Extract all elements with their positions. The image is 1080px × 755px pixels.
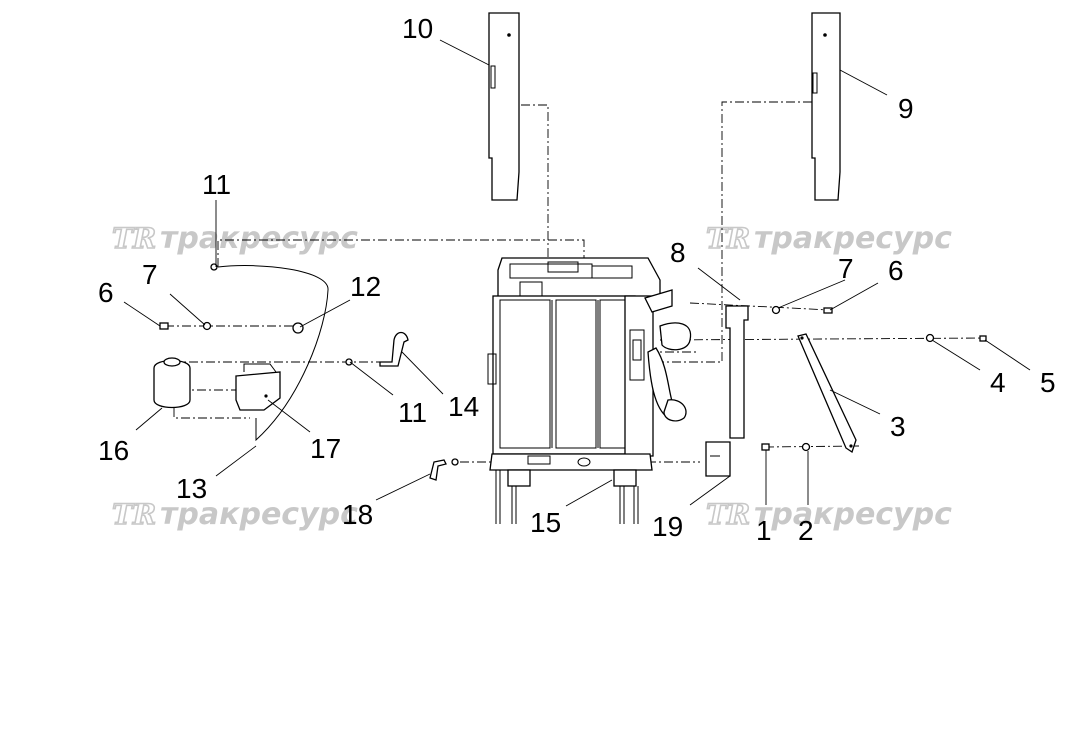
callout-10: 10 bbox=[402, 13, 433, 44]
tank-bracket bbox=[235, 363, 281, 411]
callout-6-right: 6 bbox=[888, 255, 904, 286]
watermark-text: тракресурс bbox=[754, 221, 952, 256]
callout-14: 14 bbox=[448, 391, 479, 422]
callout-1: 1 bbox=[756, 515, 772, 546]
watermark-bottom-right: TR тракресурс bbox=[705, 497, 952, 532]
hardware bbox=[159, 263, 987, 466]
cover-panel bbox=[725, 305, 749, 439]
callout-4: 4 bbox=[990, 367, 1006, 398]
callout-2: 2 bbox=[798, 515, 814, 546]
callout-16: 16 bbox=[98, 435, 129, 466]
callout-6-left: 6 bbox=[98, 277, 114, 308]
watermark-text: тракресурс bbox=[160, 221, 358, 256]
callout-15: 15 bbox=[530, 507, 561, 538]
watermark-text: тракресурс bbox=[160, 497, 358, 532]
callout-7-right: 7 bbox=[838, 253, 854, 284]
brace-rod bbox=[797, 333, 857, 454]
assembly-lines bbox=[165, 101, 986, 463]
callout-13: 13 bbox=[176, 473, 207, 504]
callout-5: 5 bbox=[1040, 367, 1056, 398]
callout-12: 12 bbox=[350, 271, 381, 302]
callout-numbers: 10 9 11 8 7 7 6 6 12 4 5 3 11 14 16 17 1… bbox=[98, 13, 1056, 546]
radiator-assembly bbox=[487, 257, 692, 524]
callout-7-left: 7 bbox=[142, 259, 158, 290]
callout-11-bottom: 11 bbox=[398, 397, 427, 428]
callout-3: 3 bbox=[890, 411, 906, 442]
leader-lines bbox=[123, 39, 1031, 507]
bracket-plate bbox=[705, 441, 731, 477]
callout-8: 8 bbox=[670, 237, 686, 268]
watermark-top-left: TR тракресурс bbox=[111, 221, 358, 256]
watermark-logo: TR bbox=[706, 222, 750, 255]
bent-pipe bbox=[379, 331, 409, 367]
watermark-logo: TR bbox=[112, 222, 156, 255]
callout-19: 19 bbox=[652, 511, 683, 542]
callout-18: 18 bbox=[342, 499, 373, 530]
watermark-logo: TR bbox=[112, 498, 156, 531]
callout-17: 17 bbox=[310, 433, 341, 464]
overflow-hose bbox=[217, 265, 329, 442]
callout-9: 9 bbox=[898, 93, 914, 124]
side-plate-left bbox=[488, 12, 520, 201]
callout-11-top: 11 bbox=[202, 169, 231, 200]
drain-tube bbox=[429, 459, 447, 481]
side-plate-right bbox=[811, 12, 841, 201]
watermark-text: тракресурс bbox=[754, 497, 952, 532]
watermark-top-right: TR тракресурс bbox=[705, 221, 952, 256]
watermark-bottom-left: TR тракресурс bbox=[111, 497, 358, 532]
watermark-logo: TR bbox=[706, 498, 750, 531]
expansion-tank bbox=[153, 357, 191, 409]
